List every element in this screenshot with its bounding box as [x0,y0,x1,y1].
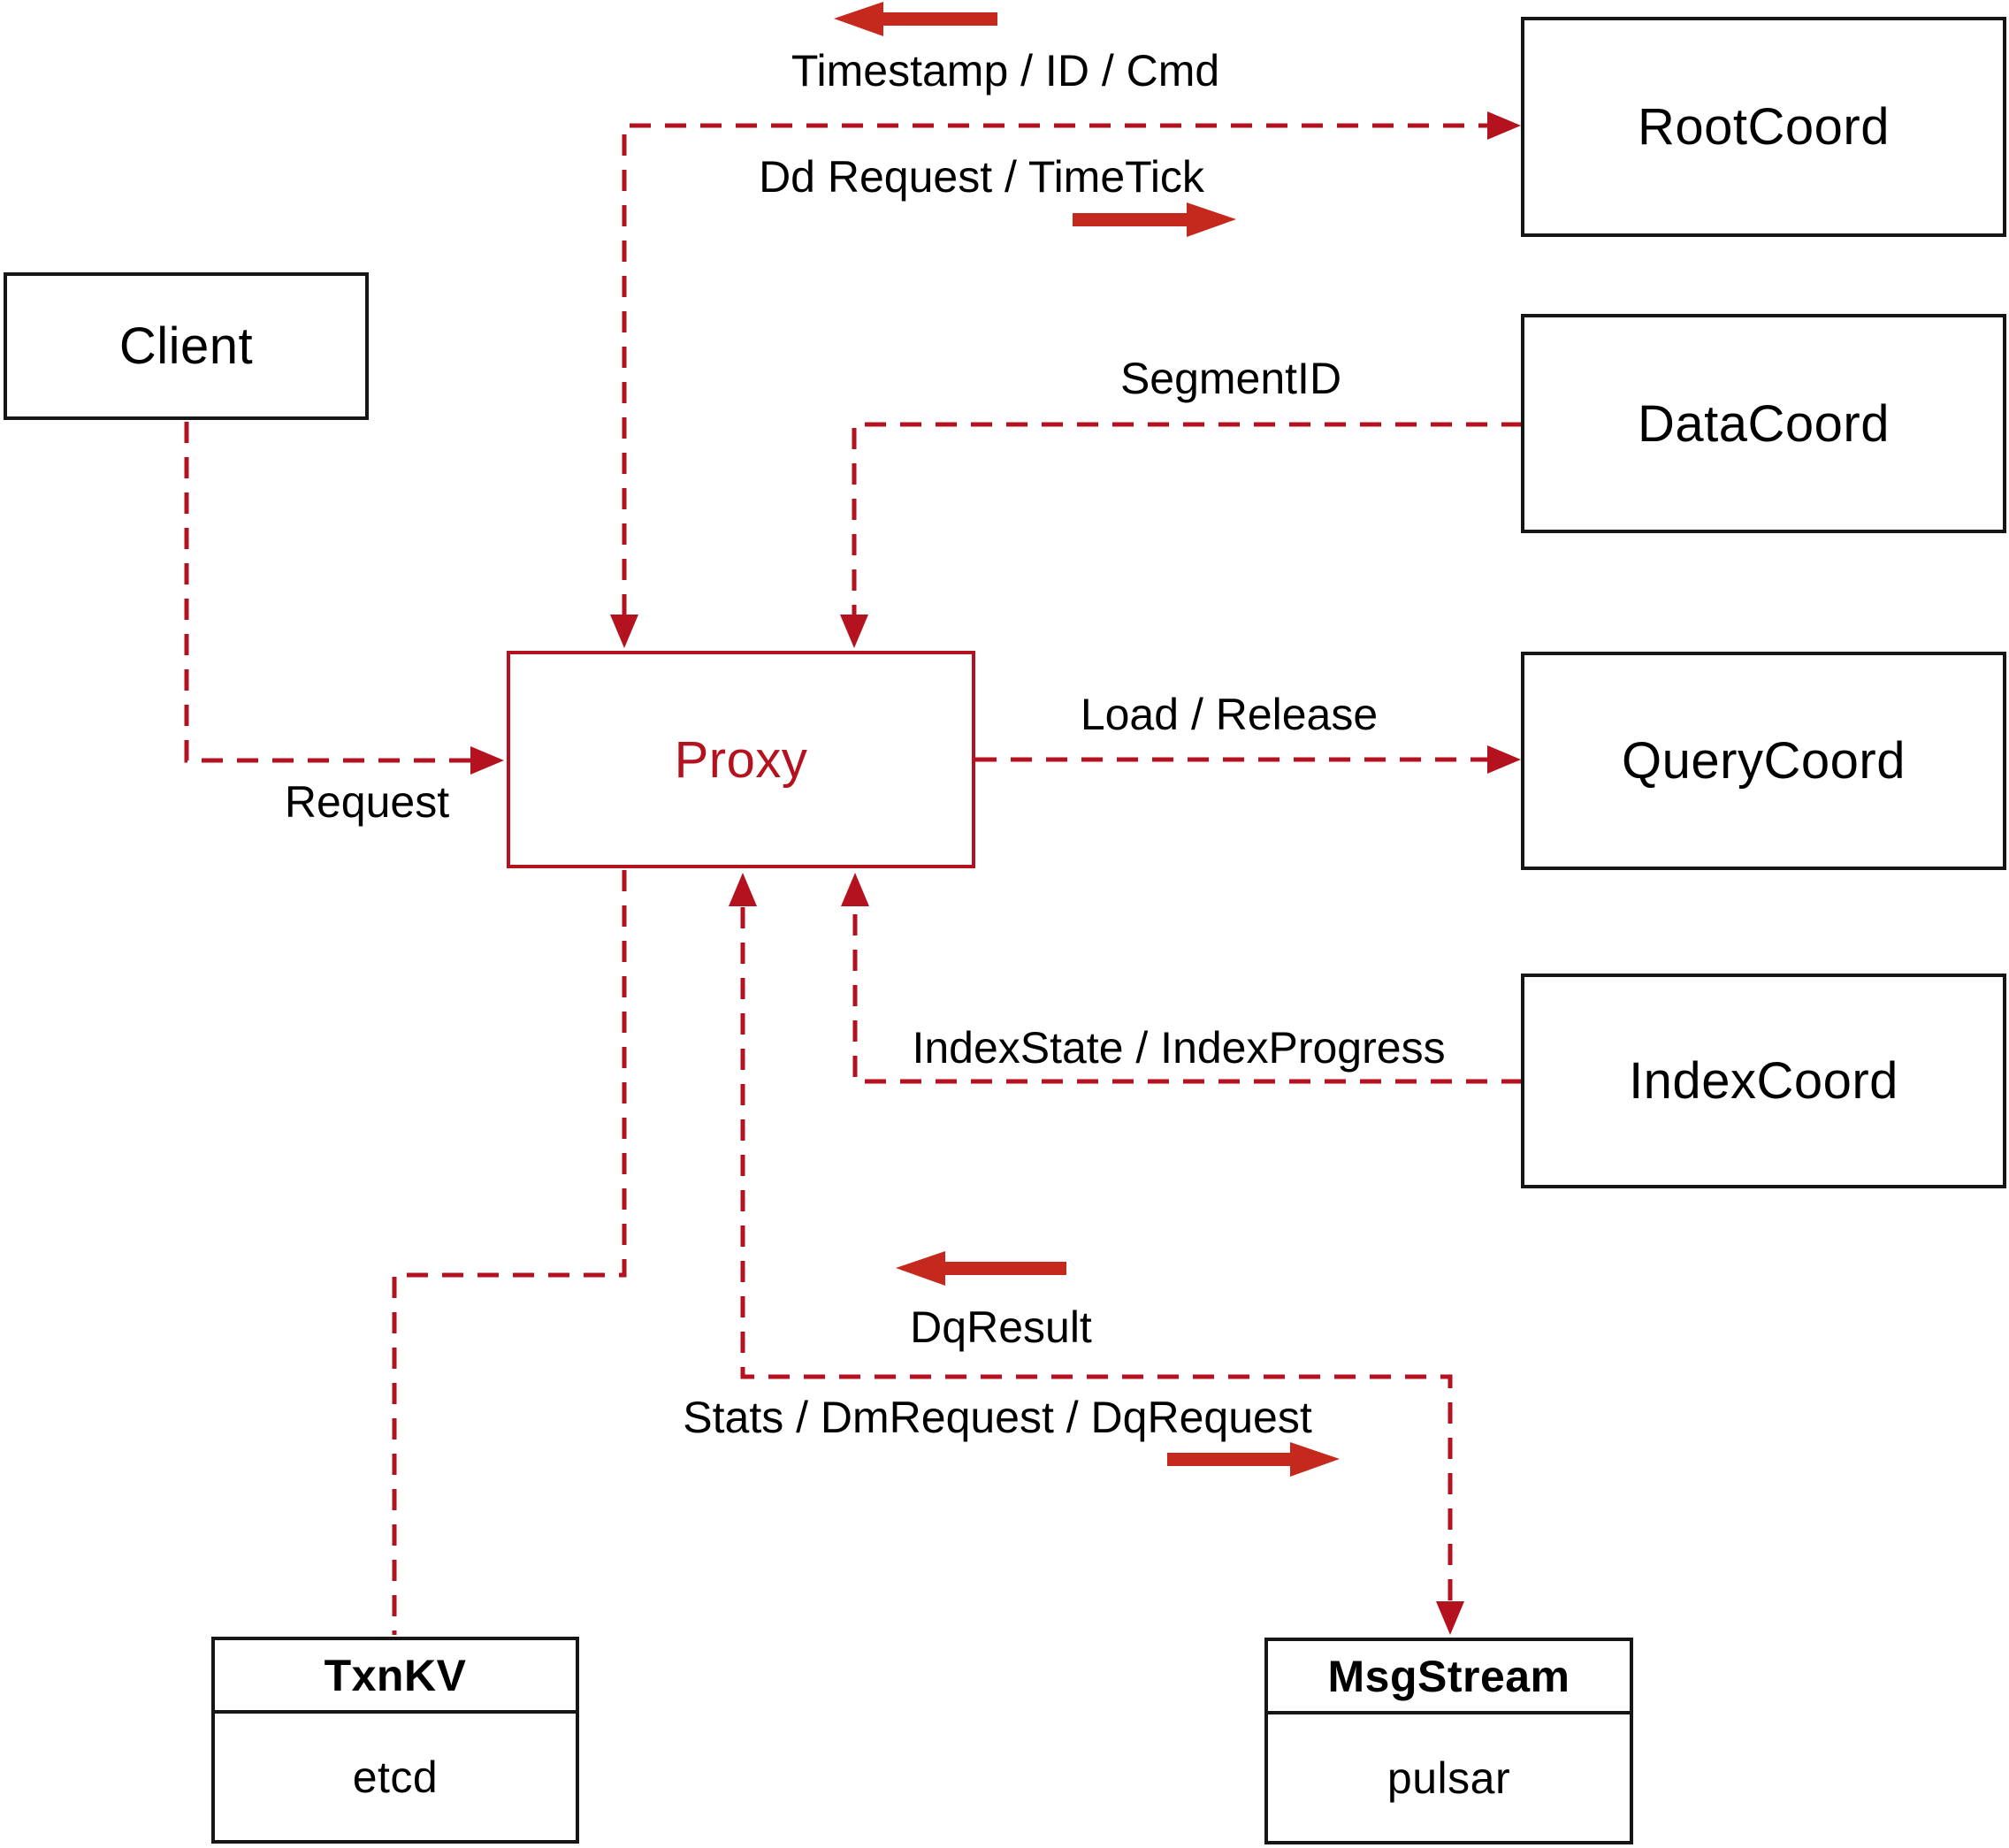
node-indexcoord: IndexCoord [1521,974,2006,1188]
edge-client-proxy [184,422,476,763]
arrowhead-into-msgstream [1436,1601,1464,1635]
node-txnkv-title: TxnKV [215,1640,576,1714]
arrowhead-into-proxy-top-left [610,615,638,648]
edge-proxy-rootcoord [622,123,1489,615]
edge-label-timestamp-id-cmd: Timestamp / ID / Cmd [791,46,1220,95]
node-indexcoord-label: IndexCoord [1629,1052,1898,1110]
node-txnkv: TxnKV etcd [211,1637,579,1844]
stats-right-arrow-icon [1167,1442,1340,1477]
edge-label-indexstate-indexprogress: IndexState / IndexProgress [912,1023,1446,1073]
edge-label-request: Request [284,777,450,827]
dd-request-right-arrow-icon [1073,202,1236,237]
arrowhead-into-querycoord [1487,745,1521,774]
node-msgstream: MsgStream pulsar [1264,1638,1633,1844]
node-client-label: Client [118,317,254,375]
arrowhead-into-proxy-left [470,746,504,775]
node-proxy: Proxy [507,651,975,868]
node-datacoord: DataCoord [1521,314,2006,533]
edge-proxy-txnkv [392,870,627,1635]
edge-indexcoord-proxy [852,907,1523,1084]
edge-proxy-msgstream [740,907,1453,1602]
node-querycoord-label: QueryCoord [1622,732,1906,790]
timestamp-left-arrow-icon [834,2,997,36]
edge-label-segmentid: SegmentID [1119,354,1342,403]
node-msgstream-title: MsgStream [1268,1641,1630,1714]
dqresult-left-arrow-icon [896,1251,1066,1286]
arrowhead-into-proxy-top-right [840,615,868,648]
arrowhead-into-rootcoord [1487,111,1521,140]
arrowhead-into-proxy-bottom-right [841,873,869,906]
edge-datacoord-proxy [852,422,1523,615]
node-proxy-label: Proxy [674,730,808,789]
edge-label-dd-request-timetick: Dd Request / TimeTick [759,152,1204,202]
node-client: Client [4,272,369,420]
node-querycoord: QueryCoord [1521,652,2006,870]
edge-label-load-release: Load / Release [1080,690,1379,739]
node-txnkv-impl: etcd [352,1752,439,1802]
arrowhead-into-proxy-bottom-mid [729,873,757,906]
edge-label-dqresult: DqResult [910,1302,1092,1352]
node-msgstream-impl: pulsar [1386,1753,1511,1803]
node-rootcoord-label: RootCoord [1638,98,1890,156]
node-datacoord-label: DataCoord [1638,394,1890,453]
node-rootcoord: RootCoord [1521,17,2006,237]
edge-label-stats-dmrequest-dqrequest: Stats / DmRequest / DqRequest [683,1393,1312,1442]
